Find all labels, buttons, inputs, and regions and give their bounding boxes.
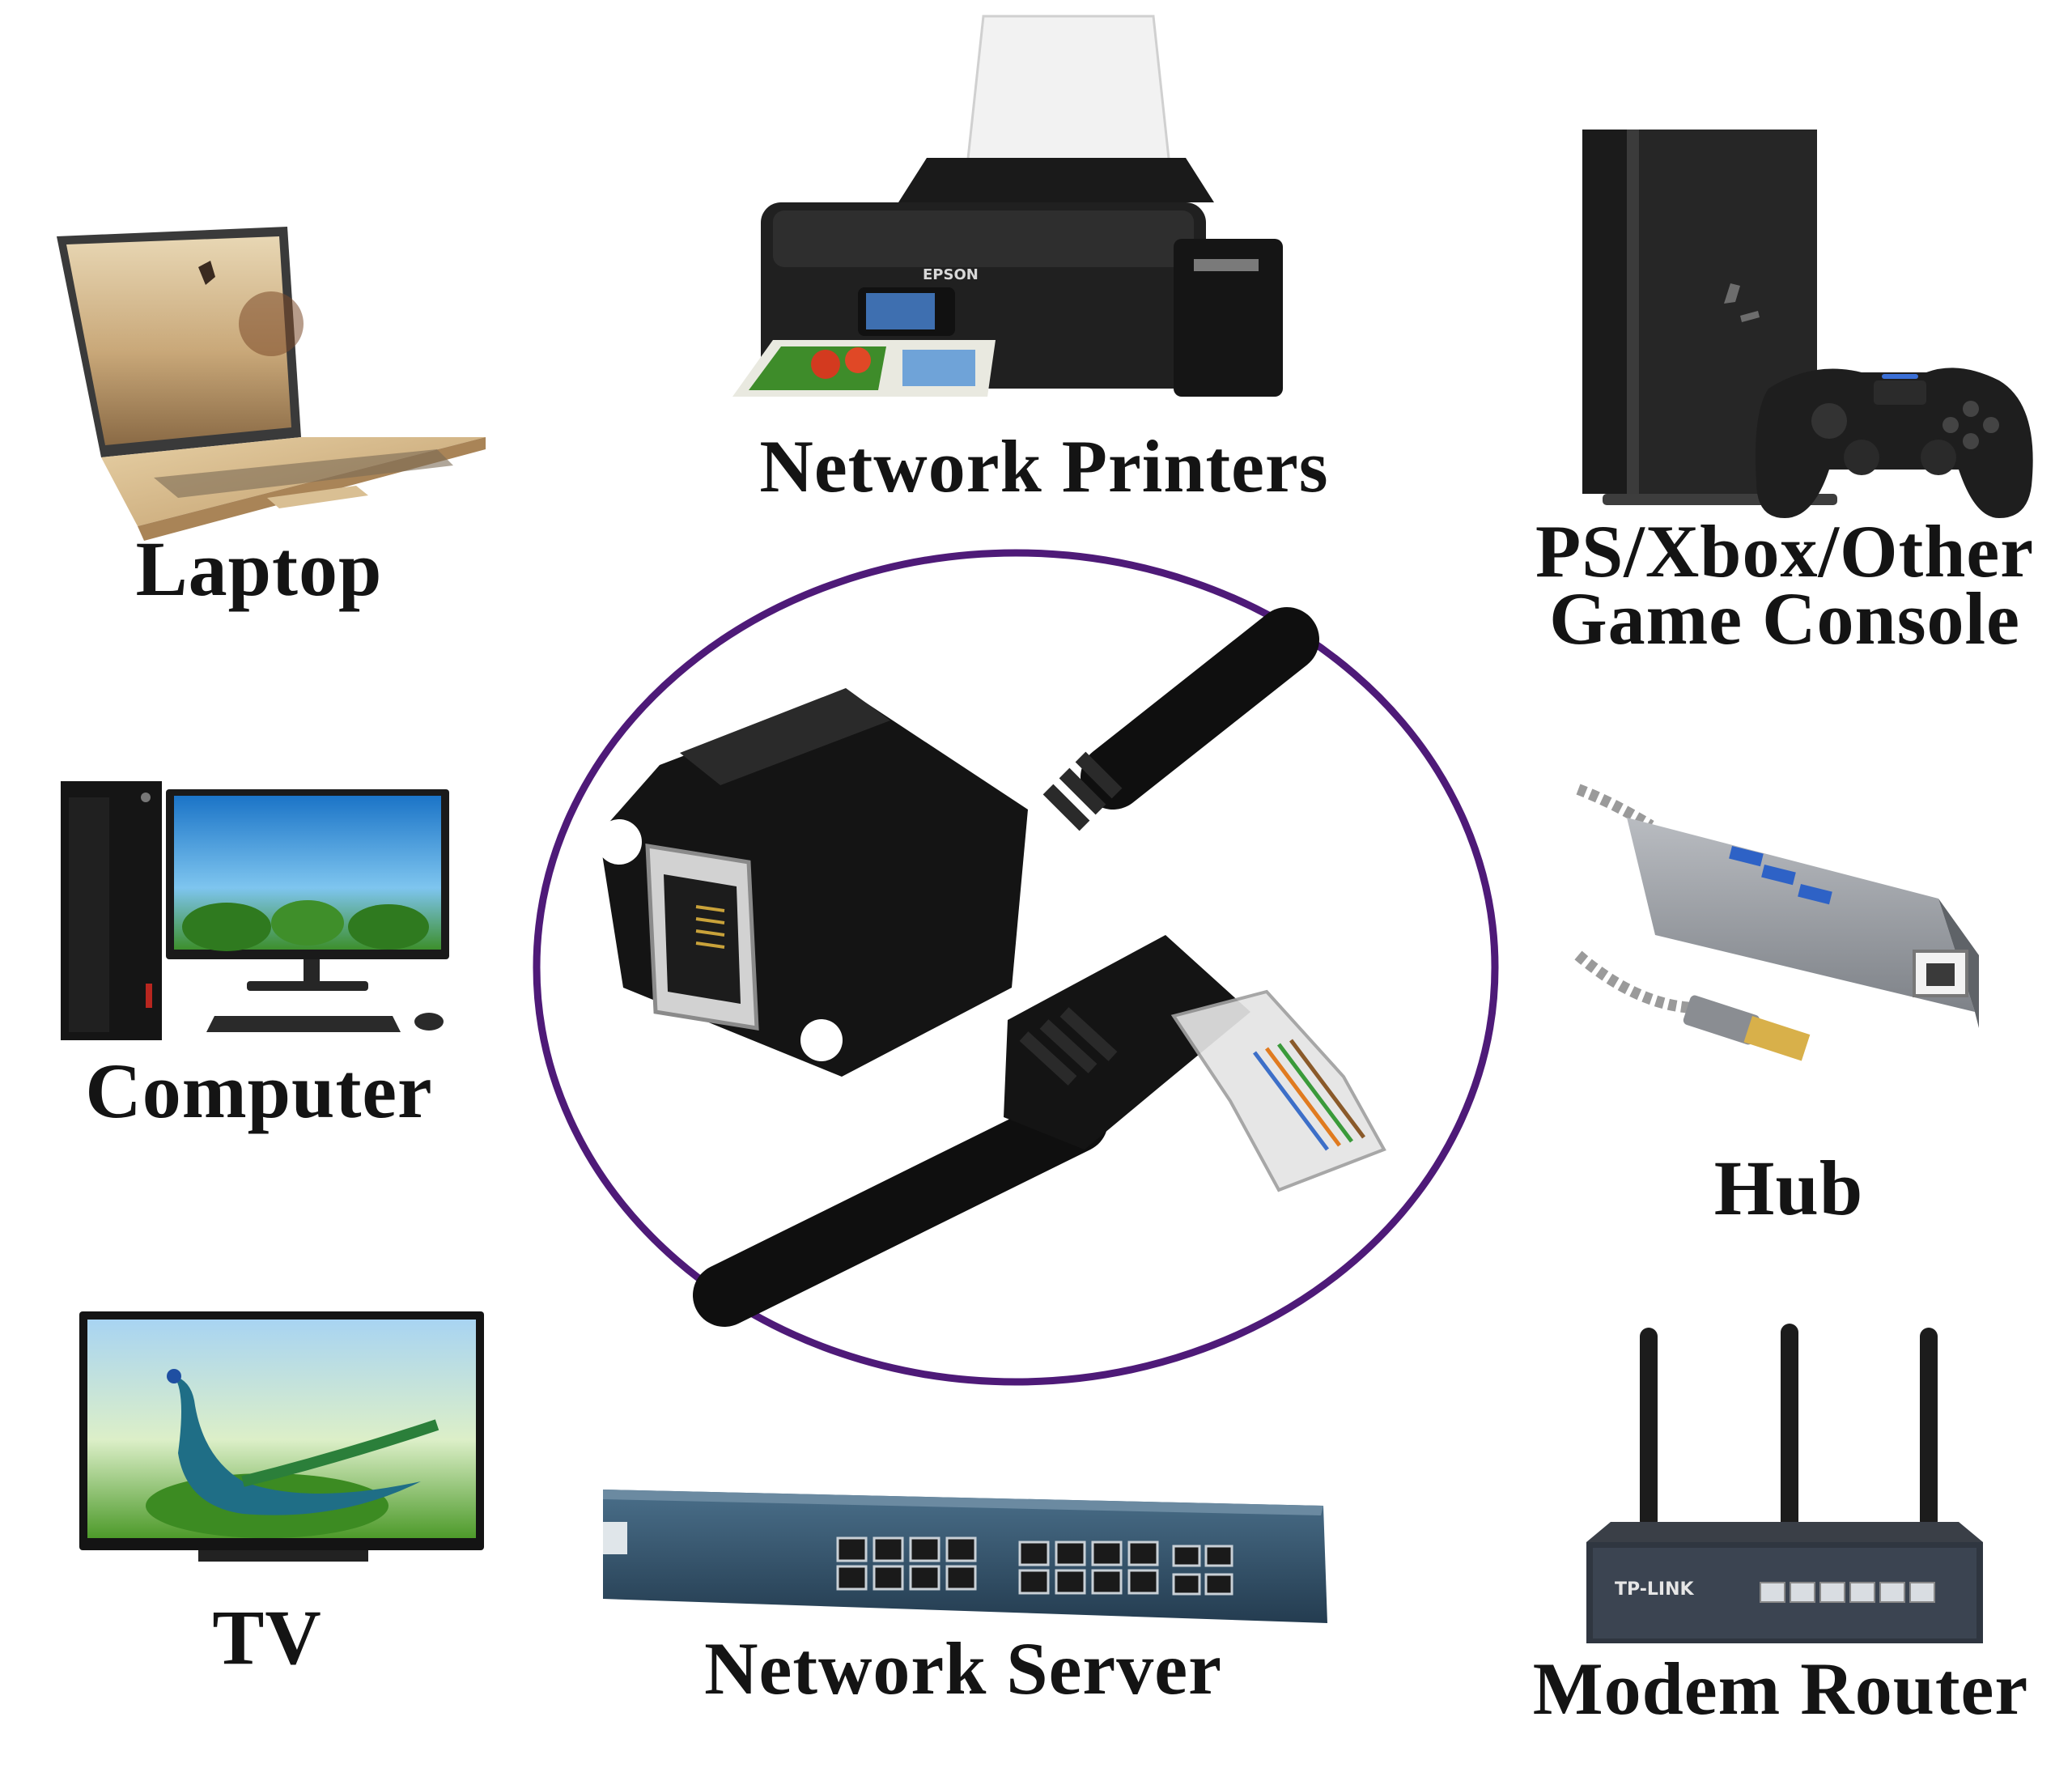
game-console-label: PS/Xbox/Other Game Console: [1505, 510, 2064, 660]
network-switch-icon: [603, 1490, 1327, 1623]
computer-icon: [61, 781, 449, 1040]
router-brand-text: TP-LINK: [1615, 1579, 1694, 1600]
network-printers-label: Network Printers: [759, 425, 1329, 508]
hub-icon: [1574, 784, 1979, 1061]
game-console-label-line1: PS/Xbox/Other: [1535, 510, 2035, 593]
game-console-label-line2: Game Console: [1549, 576, 2020, 660]
game-console-icon: [1582, 130, 2033, 518]
printer-icon: EPSON: [732, 15, 1283, 397]
hub-label: Hub: [1713, 1145, 1864, 1231]
router-icon: TP-LINK: [1586, 1324, 1983, 1643]
printer-brand-text: EPSON: [923, 266, 979, 283]
modem-router-label: Modem Router: [1532, 1647, 2029, 1730]
laptop-icon: [57, 227, 486, 541]
network-server-label: Network Server: [704, 1627, 1222, 1710]
computer-label: Computer: [85, 1048, 433, 1134]
tv-label: TV: [212, 1594, 322, 1681]
rj45-cable-icon: [597, 607, 1386, 1327]
tv-icon: [79, 1311, 484, 1562]
laptop-label: Laptop: [135, 525, 383, 612]
